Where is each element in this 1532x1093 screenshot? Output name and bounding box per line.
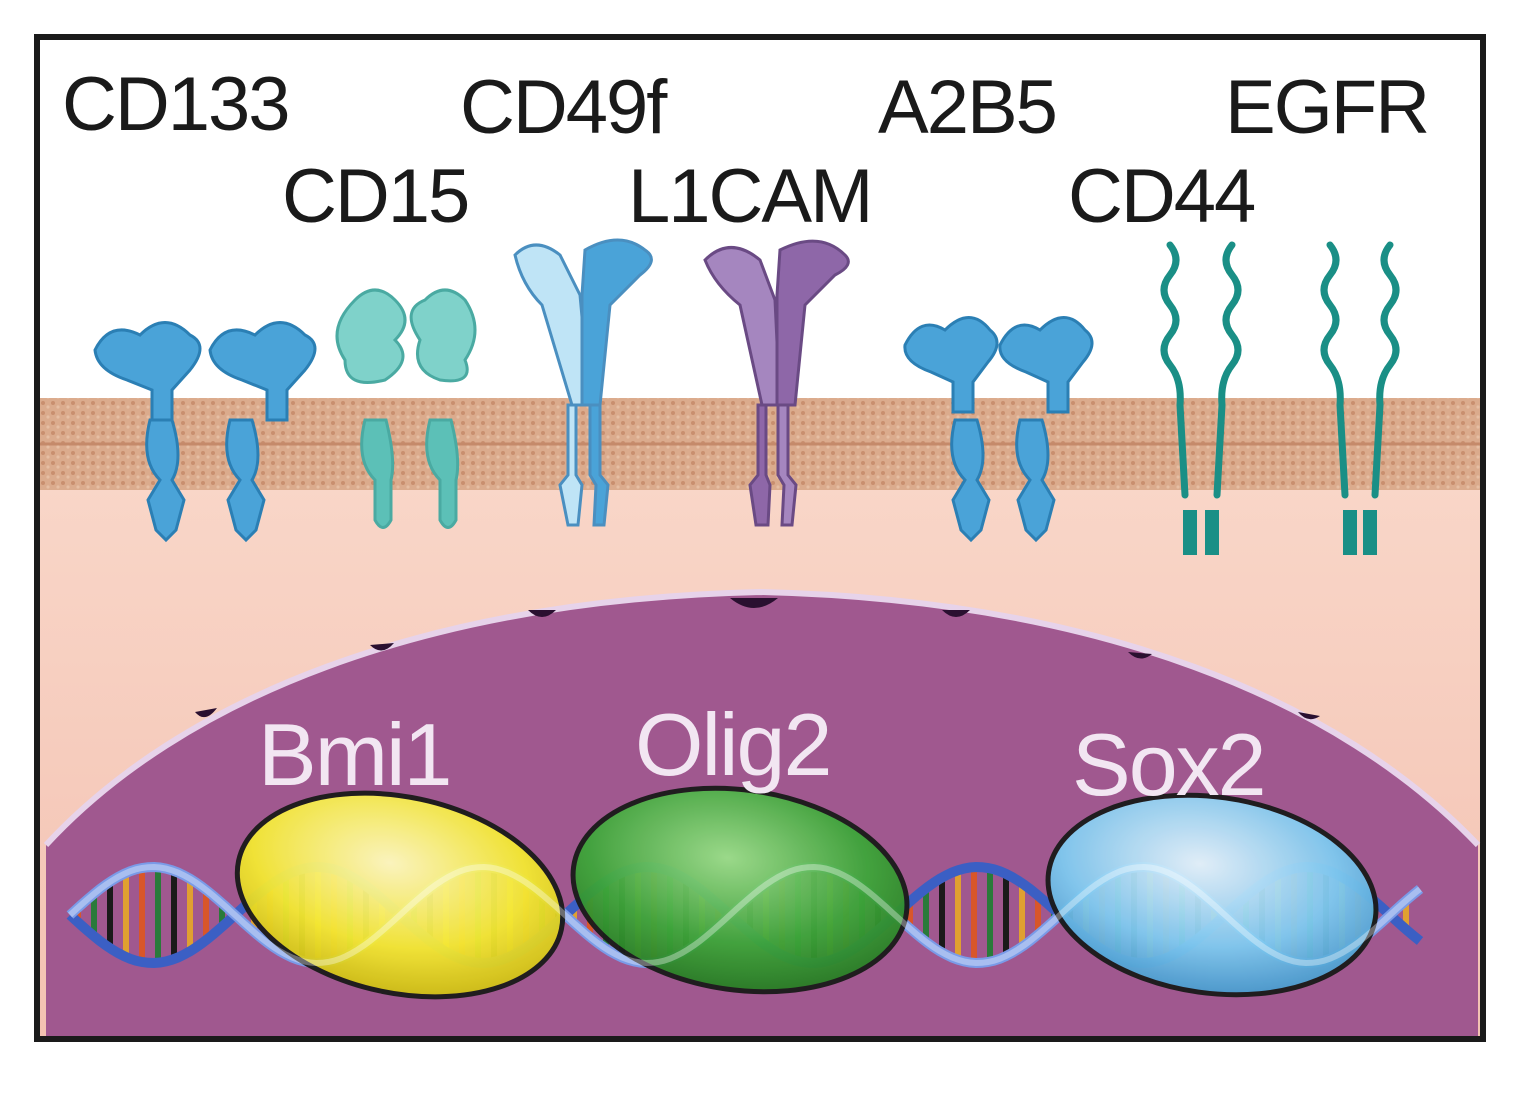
l1cam-adhesion: [703, 239, 850, 527]
bmi1-protein: [234, 790, 566, 1000]
cd133-label: CD133: [62, 62, 289, 147]
a2b5-receptor: [903, 316, 1094, 543]
olig2-label: Olig2: [635, 695, 830, 794]
cd49f-label: CD49f: [460, 65, 668, 150]
olig2-protein: [570, 785, 910, 995]
bmi1-label: Bmi1: [258, 705, 451, 804]
nuclear-envelope: [43, 588, 1481, 848]
nuclear-pores: [195, 598, 1320, 720]
cd133-receptor: [93, 321, 317, 543]
cd44-label: CD44: [1068, 154, 1255, 239]
egfr-receptor: [1320, 241, 1400, 555]
sox2-protein: [1045, 792, 1379, 998]
sox2-label: Sox2: [1072, 715, 1265, 814]
egfr-label: EGFR: [1225, 65, 1428, 150]
cd15-label: CD15: [282, 154, 468, 239]
dna-overlay: [67, 863, 1422, 967]
cd15-antigen: [335, 288, 477, 529]
cd44-receptor: [1160, 241, 1242, 555]
a2b5-label: A2B5: [878, 65, 1056, 150]
l1cam-label: L1CAM: [628, 154, 871, 239]
cd49f-integrin: [513, 238, 653, 527]
